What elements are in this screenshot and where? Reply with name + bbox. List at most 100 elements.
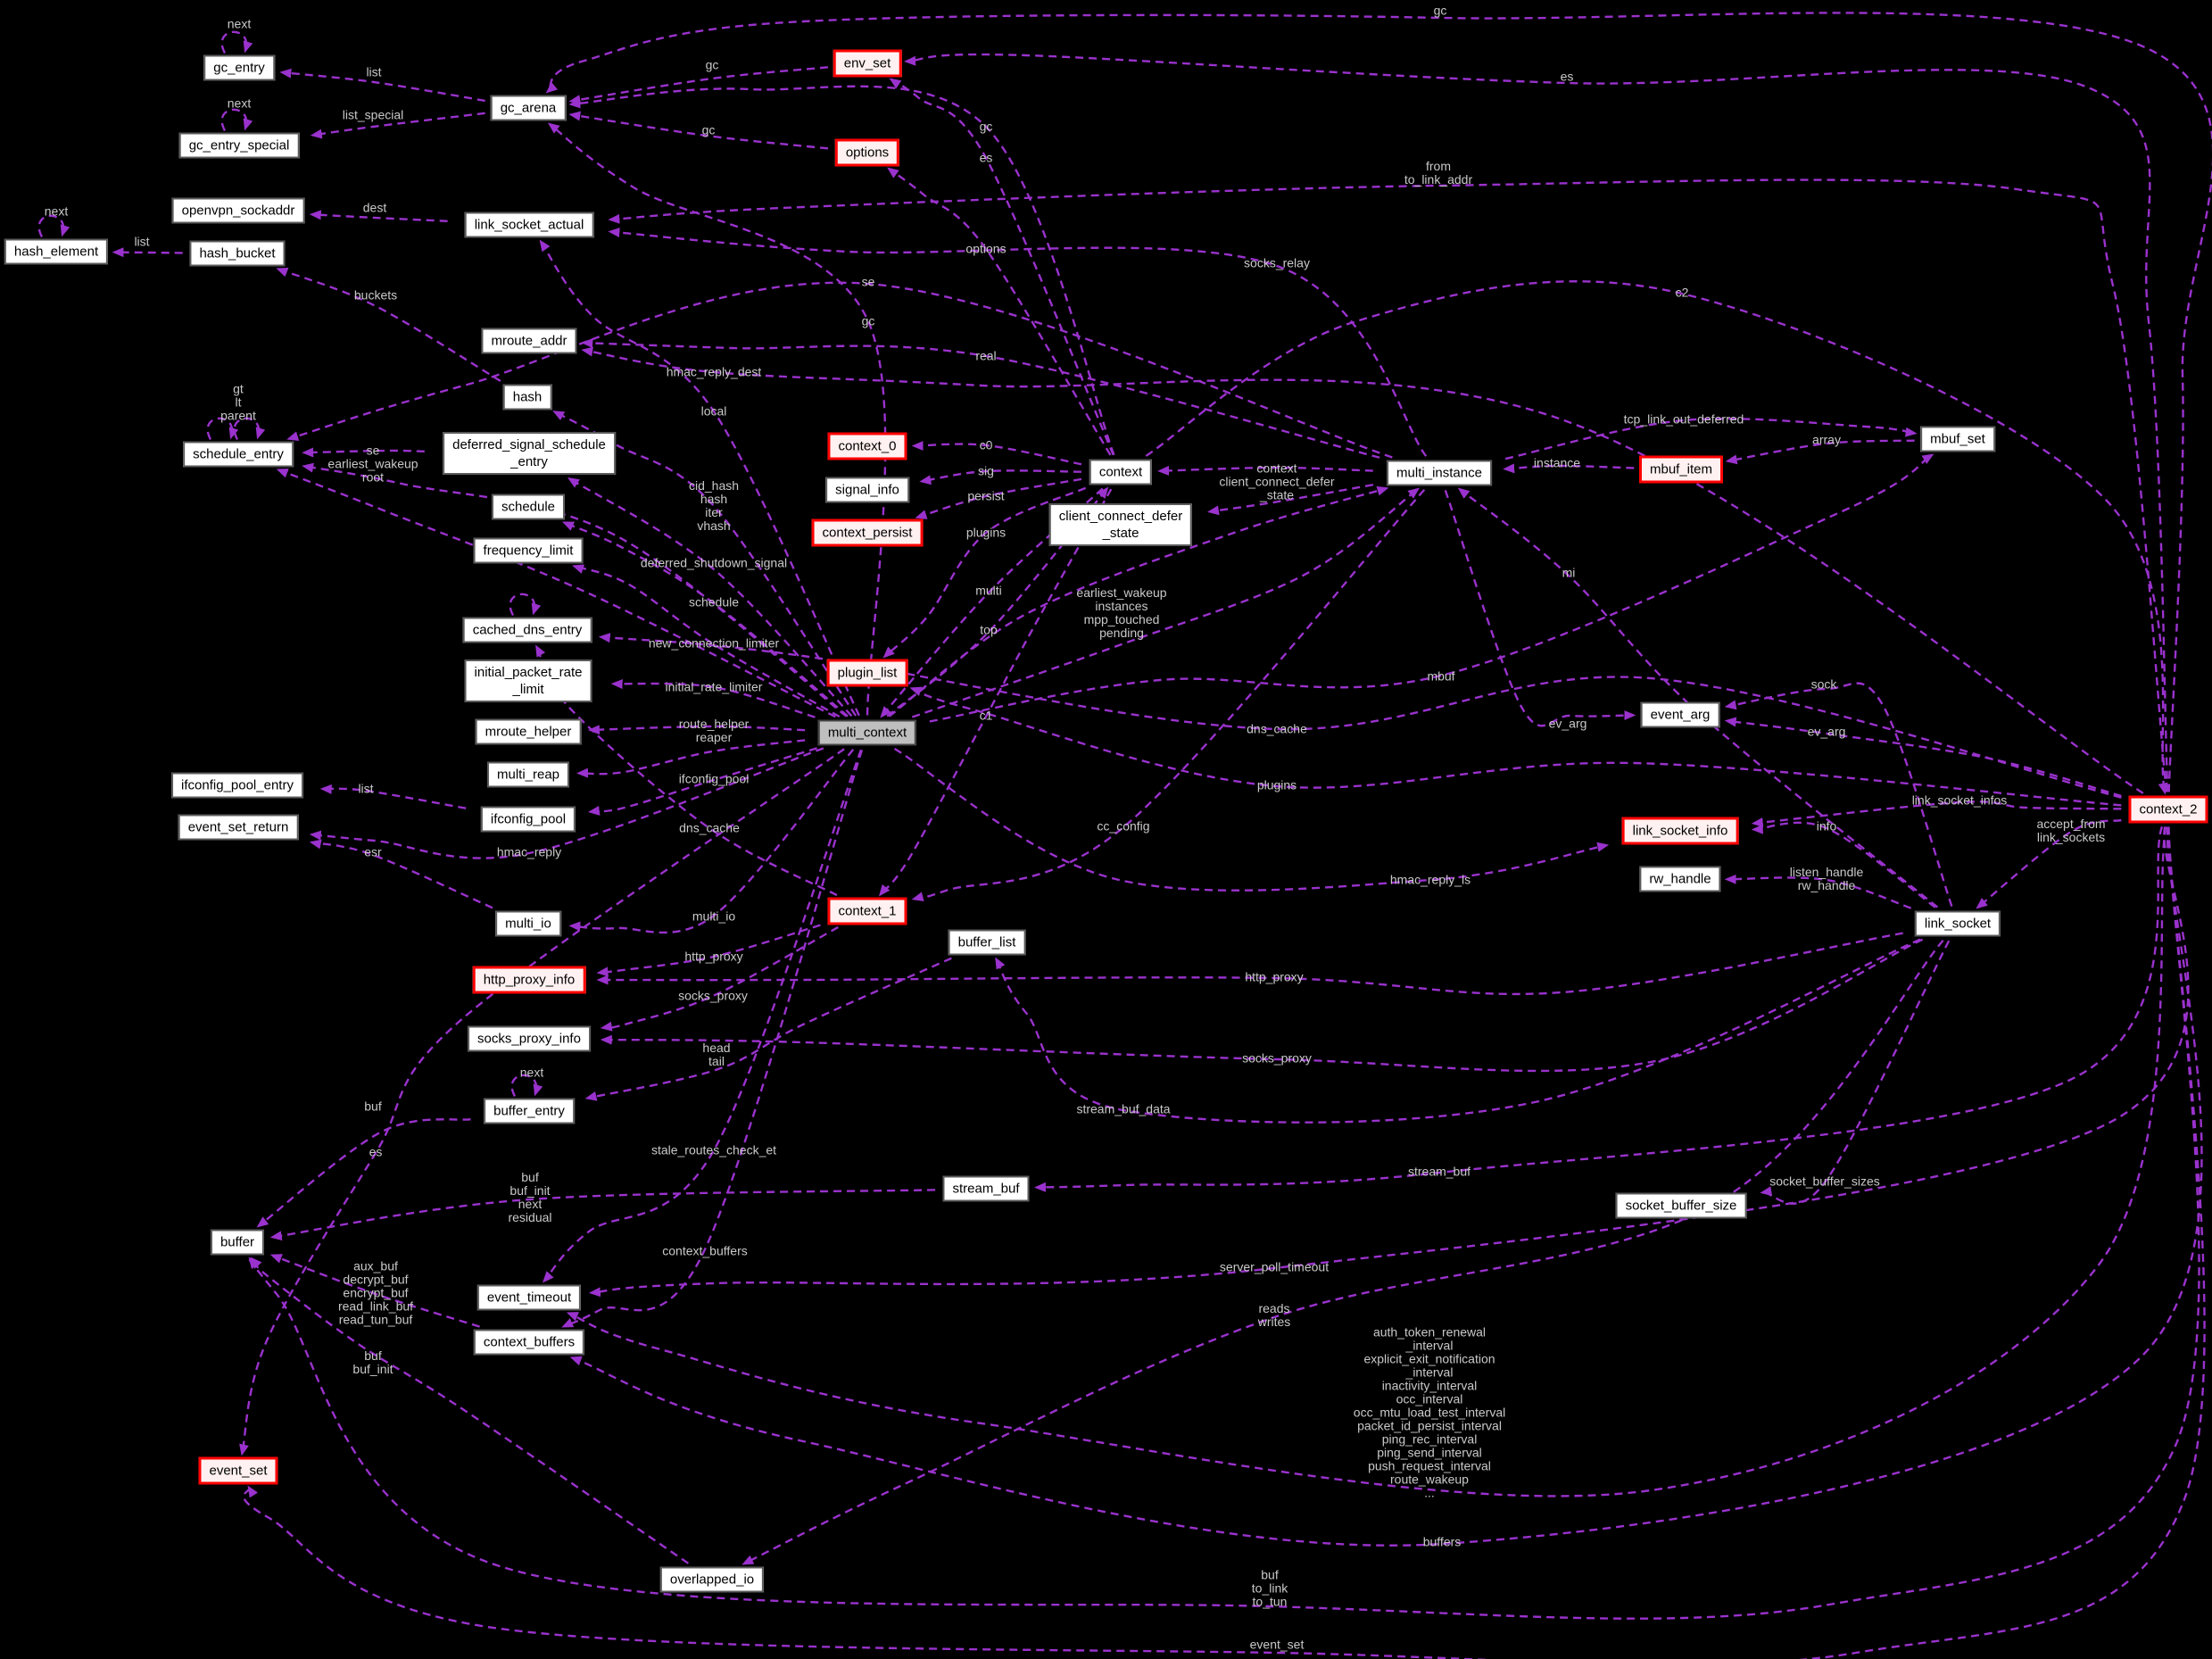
node-overlapped_io[interactable]: overlapped_io <box>659 1566 765 1593</box>
edge-label-line: lt <box>235 394 242 410</box>
node-stream_buf[interactable]: stream_buf <box>942 1175 1030 1202</box>
node-multi_reap[interactable]: multi_reap <box>486 761 570 788</box>
edge <box>598 633 2122 799</box>
node-multi_io[interactable]: multi_io <box>495 910 561 937</box>
node-frequency_limit[interactable]: frequency_limit <box>473 537 584 564</box>
node-deferred_signal_schedule_entry[interactable]: deferred_signal_schedule_entry <box>443 432 616 475</box>
node-client_connect_defer_state[interactable]: client_connect_defer_state <box>1048 503 1193 546</box>
node-schedule_entry[interactable]: schedule_entry <box>183 441 294 468</box>
node-label-line: context_0 <box>838 438 897 454</box>
node-socks_proxy_info[interactable]: socks_proxy_info <box>468 1025 591 1052</box>
edge-label-line: hash <box>700 492 728 506</box>
edge <box>882 486 1087 659</box>
edge-label-line: socks_relay <box>1244 255 1310 270</box>
node-event_set[interactable]: event_set <box>198 1456 278 1485</box>
node-event_timeout[interactable]: event_timeout <box>476 1284 582 1311</box>
node-schedule[interactable]: schedule <box>491 494 566 520</box>
node-options[interactable]: options <box>834 138 900 167</box>
edge-label-line: real <box>975 348 997 363</box>
node-initial_packet_rate_limit[interactable]: initial_packet_rate_limit <box>464 659 592 702</box>
edge <box>1157 465 1373 476</box>
node-ifconfig_pool[interactable]: ifconfig_pool <box>480 806 576 833</box>
edge-label-list-special: list_special <box>343 108 403 122</box>
node-hash[interactable]: hash <box>502 384 552 411</box>
node-ifconfig_pool_entry[interactable]: ifconfig_pool_entry <box>171 772 303 799</box>
node-plugin_list[interactable]: plugin_list <box>826 659 908 687</box>
edge-label-line: decrypt_buf <box>343 1272 409 1287</box>
edge <box>1724 682 1953 908</box>
node-hash_bucket[interactable]: hash_bucket <box>189 240 286 267</box>
node-label-line: event_set <box>209 1463 268 1479</box>
node-link_socket_actual[interactable]: link_socket_actual <box>464 212 594 238</box>
node-label-line: gc_entry_special <box>188 137 290 153</box>
node-signal_info[interactable]: signal_info <box>825 477 909 503</box>
node-context_buffers[interactable]: context_buffers <box>473 1329 585 1356</box>
edge-label-gc-top: gc <box>1434 4 1447 18</box>
edge <box>309 839 493 909</box>
edge-label-line: buf_init <box>510 1183 551 1198</box>
node-buffer_entry[interactable]: buffer_entry <box>484 1098 575 1124</box>
edge <box>889 78 1114 456</box>
node-link_socket_info[interactable]: link_socket_info <box>1621 817 1739 845</box>
edge-label-line: from <box>1426 159 1451 173</box>
edge-label-line: context <box>1256 460 1297 476</box>
node-buffer_list[interactable]: buffer_list <box>948 929 1026 956</box>
node-context_2[interactable]: context_2 <box>2128 795 2208 824</box>
node-context_0[interactable]: context_0 <box>827 432 907 460</box>
node-gc_entry_special[interactable]: gc_entry_special <box>178 132 300 159</box>
node-label-line: context_2 <box>2139 801 2198 817</box>
node-hash_element[interactable]: hash_element <box>4 238 109 265</box>
edge-label-line: es <box>369 1144 383 1159</box>
node-multi_instance[interactable]: multi_instance <box>1387 460 1492 486</box>
node-label-line: _state <box>1102 526 1139 541</box>
edge-label-line: gc <box>861 313 875 328</box>
node-context_persist[interactable]: context_persist <box>811 518 924 547</box>
edge <box>1444 489 1636 727</box>
node-context_1[interactable]: context_1 <box>827 897 907 925</box>
node-rw_handle[interactable]: rw_handle <box>1639 866 1721 892</box>
edge-label-line: sig <box>978 463 994 478</box>
edge-label-line: next <box>227 16 252 31</box>
edge-label-line: parent <box>220 408 256 423</box>
edge <box>568 749 855 934</box>
node-mbuf_set[interactable]: mbuf_set <box>1920 426 1995 452</box>
node-gc_entry[interactable]: gc_entry <box>203 54 275 81</box>
node-mbuf_item[interactable]: mbuf_item <box>1638 455 1724 484</box>
edge-label-line: root <box>361 469 385 485</box>
node-mroute_addr[interactable]: mroute_addr <box>481 328 577 354</box>
edge-label-line: next <box>518 1197 543 1211</box>
node-label-line: initial_packet_rate <box>474 665 583 680</box>
node-event_arg[interactable]: event_arg <box>1640 701 1720 728</box>
edge-label-line: socks_proxy <box>1242 1050 1312 1066</box>
edge <box>911 487 1421 718</box>
node-event_set_return[interactable]: event_set_return <box>178 814 299 841</box>
node-cached_dns_entry[interactable]: cached_dns_entry <box>462 617 592 643</box>
node-openvpn_sockaddr[interactable]: openvpn_sockaddr <box>171 197 305 224</box>
node-mroute_helper[interactable]: mroute_helper <box>475 718 582 745</box>
node-label-line: multi_reap <box>496 767 560 783</box>
edge-label-line: plugins <box>1256 777 1297 792</box>
node-label-line: rw_handle <box>1649 871 1711 887</box>
node-gc_arena[interactable]: gc_arena <box>490 95 567 121</box>
edge <box>1751 821 1936 908</box>
edge <box>576 739 806 778</box>
edge-label-line: next <box>44 203 69 219</box>
node-multi_context[interactable]: multi_context <box>817 719 917 746</box>
edge-label-line: context_buffers <box>662 1243 748 1258</box>
edge-label-hmac-reply-ls: hmac_reply_ls <box>1390 873 1471 887</box>
node-socket_buffer_size[interactable]: socket_buffer_size <box>1615 1192 1747 1219</box>
edge-label-options: options <box>965 242 1006 256</box>
edge-label-dns-cache-right: dns_cache <box>1247 722 1307 736</box>
node-link_socket[interactable]: link_socket <box>1914 910 2001 937</box>
node-buffer[interactable]: buffer <box>210 1229 265 1256</box>
node-context[interactable]: context <box>1089 459 1153 485</box>
edge-label-line: c2 <box>1675 285 1689 300</box>
node-http_proxy_info[interactable]: http_proxy_info <box>472 966 586 994</box>
node-env_set[interactable]: env_set <box>833 49 902 78</box>
edge-label-line: ifconfig_pool <box>678 771 750 786</box>
edge-label-line: c0 <box>979 437 993 452</box>
